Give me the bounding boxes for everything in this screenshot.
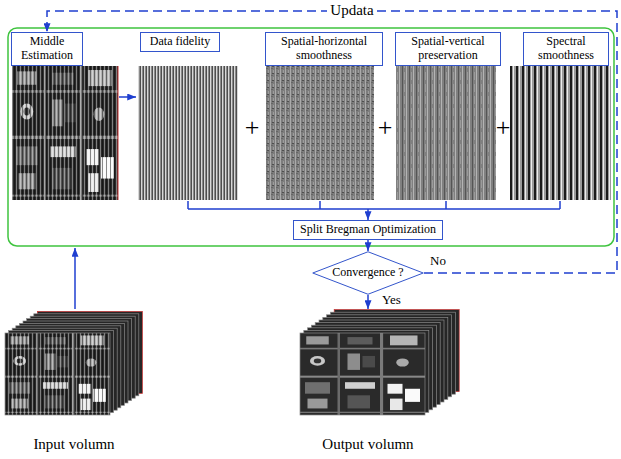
decision-label: Convergence ?: [331, 266, 405, 280]
term-box: Spectral smoothness: [523, 32, 609, 66]
box-label: Data fidelity: [144, 35, 216, 49]
volume-figure: Output volumn: [300, 309, 460, 415]
group-frame: [8, 28, 614, 246]
term-box: Spatial-vertical preservation: [395, 32, 501, 66]
plus-sign: +: [378, 114, 393, 143]
term-box: Spatial-horizontal smoothness: [265, 32, 383, 66]
term-box: Middle Estimation: [11, 32, 83, 66]
volume-caption: Input volumn: [33, 436, 114, 453]
volume-figure: Input volumn: [5, 311, 143, 415]
merge-bracket: [188, 201, 560, 209]
flow-arrow: [74, 248, 76, 309]
flow-connector: [367, 295, 369, 309]
box-label: Spatial-horizontal smoothness: [269, 35, 379, 63]
edge-label: Yes: [382, 293, 401, 307]
volume-caption: Output volumn: [322, 436, 413, 453]
box-label: Spatial-vertical preservation: [399, 35, 497, 63]
diamond-text-area: Convergence ?: [312, 251, 424, 295]
decision-diamond: Convergence ?: [312, 251, 424, 295]
box-label: Middle Estimation: [15, 35, 79, 63]
edge-label: No: [430, 254, 446, 268]
plus-sign: +: [496, 114, 511, 143]
term-box: Data fidelity: [140, 32, 220, 52]
loop-label: Updata: [327, 2, 376, 19]
flow-arrow: [119, 96, 136, 98]
process-box: Split Bregman Optimization: [293, 220, 443, 240]
box-label: Split Bregman Optimization: [297, 223, 439, 237]
term-images: [12, 66, 611, 200]
feedback-connector: [47, 11, 617, 273]
plus-sign: +: [245, 114, 260, 143]
flow-arrow: [367, 209, 369, 220]
flow-connector: [367, 240, 369, 251]
box-label: Spectral smoothness: [527, 35, 605, 63]
